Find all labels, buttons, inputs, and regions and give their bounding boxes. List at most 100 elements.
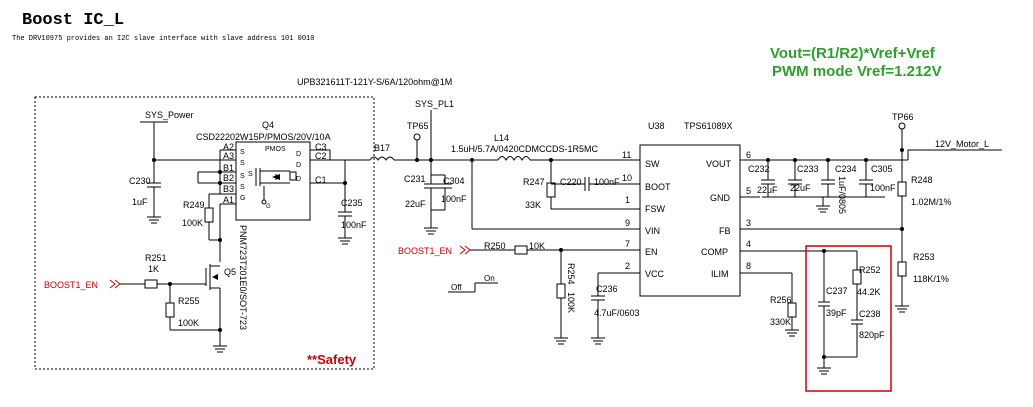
svg-text:D: D	[296, 176, 301, 183]
svg-text:PMOS: PMOS	[265, 146, 286, 153]
svg-text:2: 2	[625, 261, 630, 271]
svg-text:Q5: Q5	[224, 267, 236, 277]
svg-text:10: 10	[622, 173, 632, 183]
svg-text:A1: A1	[223, 195, 234, 205]
svg-text:VIN: VIN	[645, 226, 660, 236]
svg-text:R249: R249	[183, 200, 205, 210]
svg-text:C234: C234	[835, 164, 857, 174]
svg-text:A3: A3	[223, 151, 234, 161]
mosfet-q5: Q5 PNM723T201E0/SOT-723	[205, 225, 248, 353]
svg-text:R252: R252	[859, 265, 881, 275]
svg-text:B2: B2	[223, 173, 234, 183]
svg-text:100nF: 100nF	[594, 177, 620, 187]
svg-text:100K: 100K	[178, 318, 199, 328]
svg-text:GND: GND	[710, 193, 731, 203]
capacitor-c235: C235 100nF	[338, 159, 370, 245]
svg-text:TPS61089X: TPS61089X	[684, 121, 733, 131]
svg-text:S: S	[248, 171, 253, 178]
svg-text:TP65: TP65	[407, 121, 429, 131]
svg-text:VOUT: VOUT	[706, 159, 732, 169]
svg-text:1K: 1K	[148, 264, 159, 274]
svg-text:100K: 100K	[566, 292, 576, 313]
capacitor-c305: C305 100nF	[859, 158, 896, 197]
capacitor-c238: C238 820pF	[824, 309, 885, 358]
svg-text:BOOT: BOOT	[645, 182, 671, 192]
svg-text:S: S	[240, 173, 245, 180]
svg-text:100nF: 100nF	[870, 183, 896, 193]
page-subtitle: The DRV10975 provides an I2C slave inter…	[12, 35, 314, 43]
svg-text:CSD22202W15P/PMOS/20V/10A: CSD22202W15P/PMOS/20V/10A	[196, 132, 331, 142]
svg-text:ILIM: ILIM	[711, 269, 729, 279]
capacitor-c230: C230 1uF	[129, 160, 161, 224]
resistor-r253: R253 118K/1%	[895, 252, 949, 313]
inductor-l14: L14 1.5uH/5.7A/0420CDMCCDS-1R5MC	[451, 133, 640, 230]
svg-text:R250: R250	[484, 241, 506, 251]
svg-text:33K: 33K	[525, 200, 541, 210]
resistor-r250: R250 10K	[484, 241, 640, 255]
capacitor-c237: C237 39pF	[817, 249, 848, 375]
svg-text:C236: C236	[596, 284, 618, 294]
svg-text:22uF: 22uF	[790, 183, 811, 193]
testpoint-tp65: TP65 SYS_PL1	[407, 99, 454, 162]
svg-text:22uF: 22uF	[757, 185, 778, 195]
svg-text:B1: B1	[223, 163, 234, 173]
resistor-r249: R249 100K	[182, 193, 222, 250]
on-off-switch: On Off	[448, 274, 498, 293]
capacitor-c304: C304 100nF	[431, 174, 467, 211]
svg-text:Q4: Q4	[262, 120, 274, 130]
capacitor-c232: C232 22uF	[748, 158, 778, 197]
capacitor-c234: C234 1uF/0805	[816, 158, 857, 214]
svg-text:R251: R251	[145, 253, 167, 263]
svg-text:8: 8	[746, 261, 751, 271]
svg-text:G: G	[266, 204, 271, 210]
svg-text:22uF: 22uF	[405, 199, 426, 209]
svg-text:330K: 330K	[770, 317, 791, 327]
svg-text:On: On	[484, 274, 495, 283]
formula-line-2: PWM mode Vref=1.212V	[772, 63, 942, 80]
safety-box	[34, 96, 375, 370]
svg-text:L14: L14	[494, 133, 509, 143]
svg-text:C233: C233	[797, 164, 819, 174]
svg-text:UPB321611T-121Y-S/6A/120ohm@1M: UPB321611T-121Y-S/6A/120ohm@1M	[297, 77, 452, 87]
svg-text:C238: C238	[859, 309, 881, 319]
svg-text:COMP: COMP	[701, 247, 728, 257]
svg-text:U38: U38	[648, 121, 665, 131]
svg-text:44.2K: 44.2K	[857, 287, 881, 297]
svg-text:12V_Motor_L: 12V_Motor_L	[935, 139, 989, 149]
svg-text:C304: C304	[443, 176, 465, 186]
svg-text:R253: R253	[913, 252, 935, 262]
svg-text:R256: R256	[770, 295, 792, 305]
safety-label: **Safety	[307, 352, 357, 367]
svg-text:S: S	[240, 160, 245, 167]
svg-text:4: 4	[746, 239, 751, 249]
capacitor-c220: C220 100nF	[551, 177, 640, 191]
svg-text:R247: R247	[523, 177, 545, 187]
svg-text:B3: B3	[223, 184, 234, 194]
boost-en-net-1: BOOST1_EN	[44, 279, 145, 290]
svg-text:FSW: FSW	[645, 204, 666, 214]
svg-text:C1: C1	[315, 175, 327, 185]
resistor-r256: R256 330K	[740, 272, 799, 337]
svg-text:SYS_Power: SYS_Power	[145, 110, 194, 120]
capacitor-c233: C233 22uF	[788, 158, 819, 197]
svg-text:100K: 100K	[182, 218, 203, 228]
svg-text:C235: C235	[341, 198, 363, 208]
svg-text:118K/1%: 118K/1%	[913, 274, 949, 284]
formula-line-1: Vout=(R1/R2)*Vref+Vref	[770, 45, 936, 62]
capacitor-c236: C236 4.7uF/0603	[591, 272, 640, 345]
svg-text:BOOST1_EN: BOOST1_EN	[44, 280, 98, 290]
svg-text:B17: B17	[374, 143, 390, 153]
svg-text:S: S	[240, 184, 245, 191]
capacitor-c231: C231 22uF	[404, 160, 438, 235]
svg-text:5: 5	[746, 186, 751, 196]
svg-text:D: D	[296, 151, 301, 158]
svg-text:SYS_PL1: SYS_PL1	[415, 99, 454, 109]
svg-text:39pF: 39pF	[826, 308, 847, 318]
svg-text:4.7uF/0603: 4.7uF/0603	[594, 308, 640, 318]
svg-text:C230: C230	[129, 176, 151, 186]
svg-text:6: 6	[746, 150, 751, 160]
resistor-r252: R252 44.2K	[824, 250, 881, 320]
svg-text:1: 1	[625, 195, 630, 205]
svg-text:C220: C220	[560, 177, 582, 187]
